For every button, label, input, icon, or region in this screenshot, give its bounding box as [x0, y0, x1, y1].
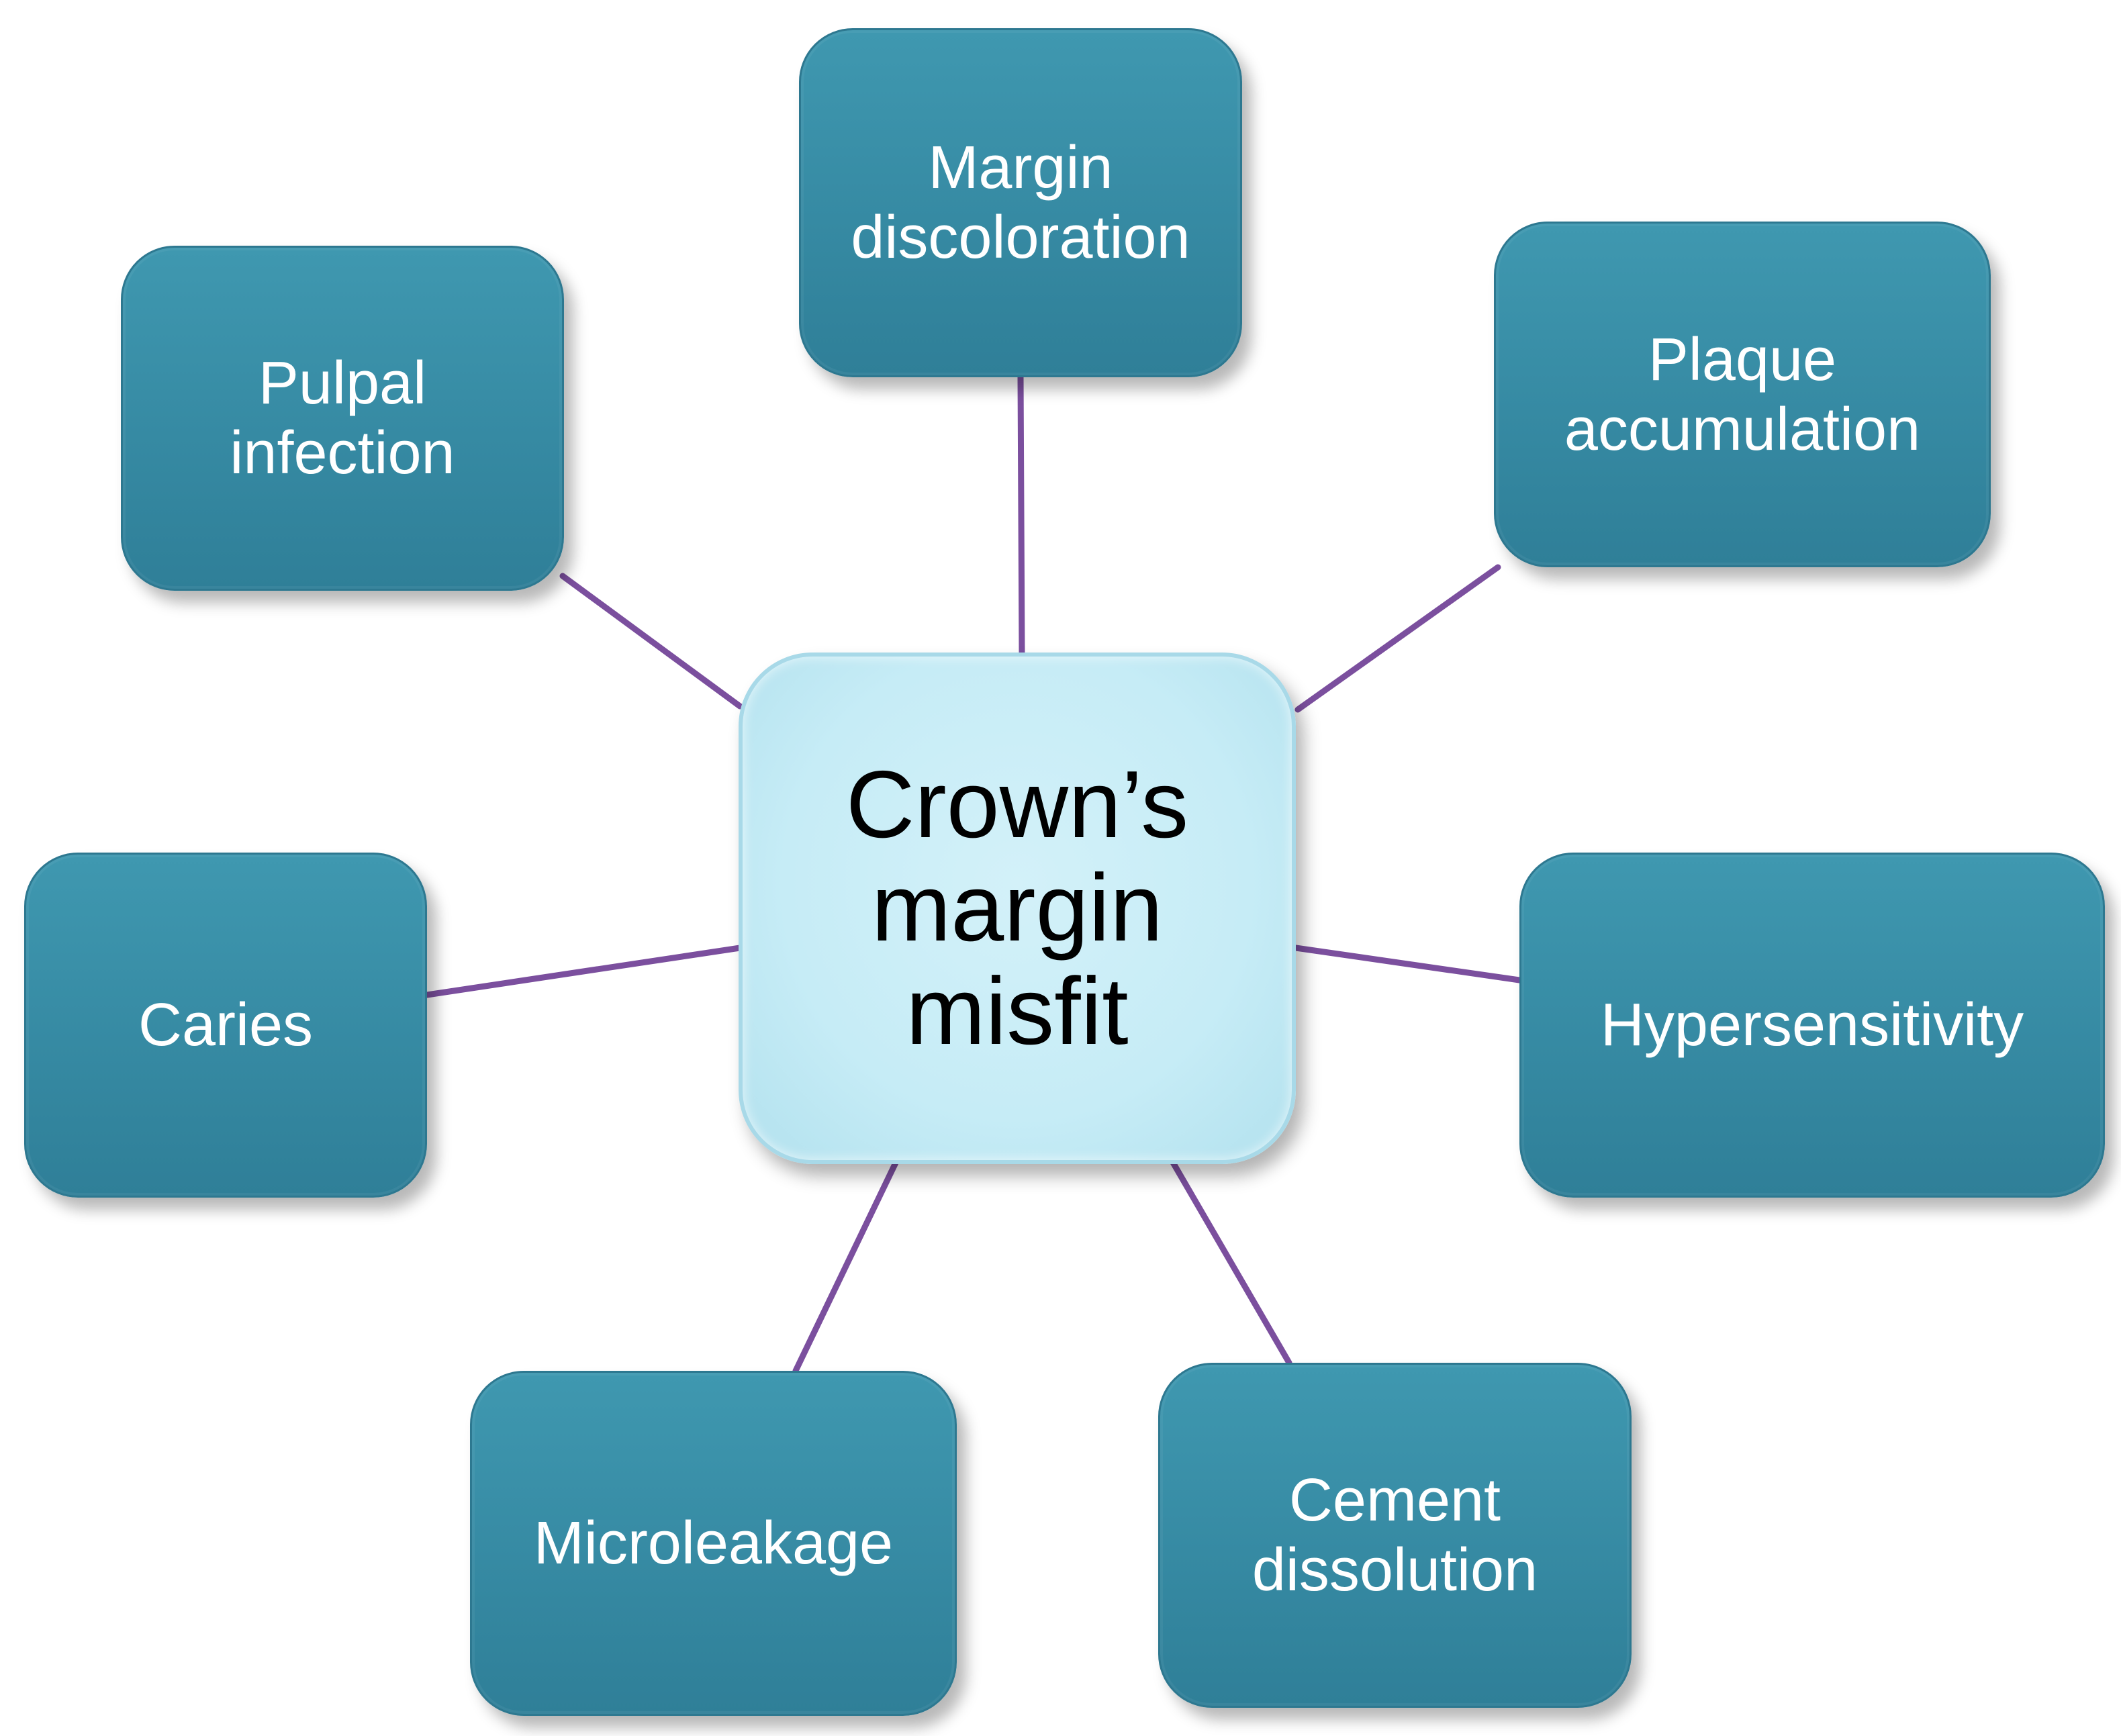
node-cement-dissolution: Cement dissolution	[1158, 1363, 1632, 1708]
node-label: Plaque accumulation	[1564, 326, 1921, 463]
node-microleakage: Microleakage	[470, 1371, 957, 1716]
node-label: Cement dissolution	[1252, 1467, 1538, 1604]
central-concept-label: Crown’s margin misfit	[845, 751, 1189, 1065]
node-caries: Caries	[24, 853, 427, 1198]
node-label: Microleakage	[533, 1510, 894, 1577]
connector-pulpal-infection	[559, 573, 743, 710]
connector-hypersensitivity	[1292, 945, 1523, 983]
node-pulpal-infection: Pulpal infection	[121, 246, 564, 591]
node-label: Caries	[138, 992, 314, 1059]
node-label: Hypersensitivity	[1600, 992, 2024, 1059]
connector-plaque-accumulation	[1294, 564, 1501, 713]
central-concept-node: Crown’s margin misfit	[739, 653, 1296, 1164]
node-hypersensitivity: Hypersensitivity	[1519, 853, 2105, 1198]
node-label: Margin discoloration	[851, 134, 1190, 271]
node-margin-discoloration: Margin discoloration	[799, 28, 1242, 377]
node-plaque-accumulation: Plaque accumulation	[1494, 222, 1991, 567]
connector-microleakage	[792, 1158, 900, 1374]
node-label: Pulpal infection	[230, 350, 455, 487]
connector-caries	[424, 945, 743, 998]
connector-cement-dissolution	[1169, 1158, 1292, 1366]
connector-margin-discoloration	[1017, 374, 1025, 656]
